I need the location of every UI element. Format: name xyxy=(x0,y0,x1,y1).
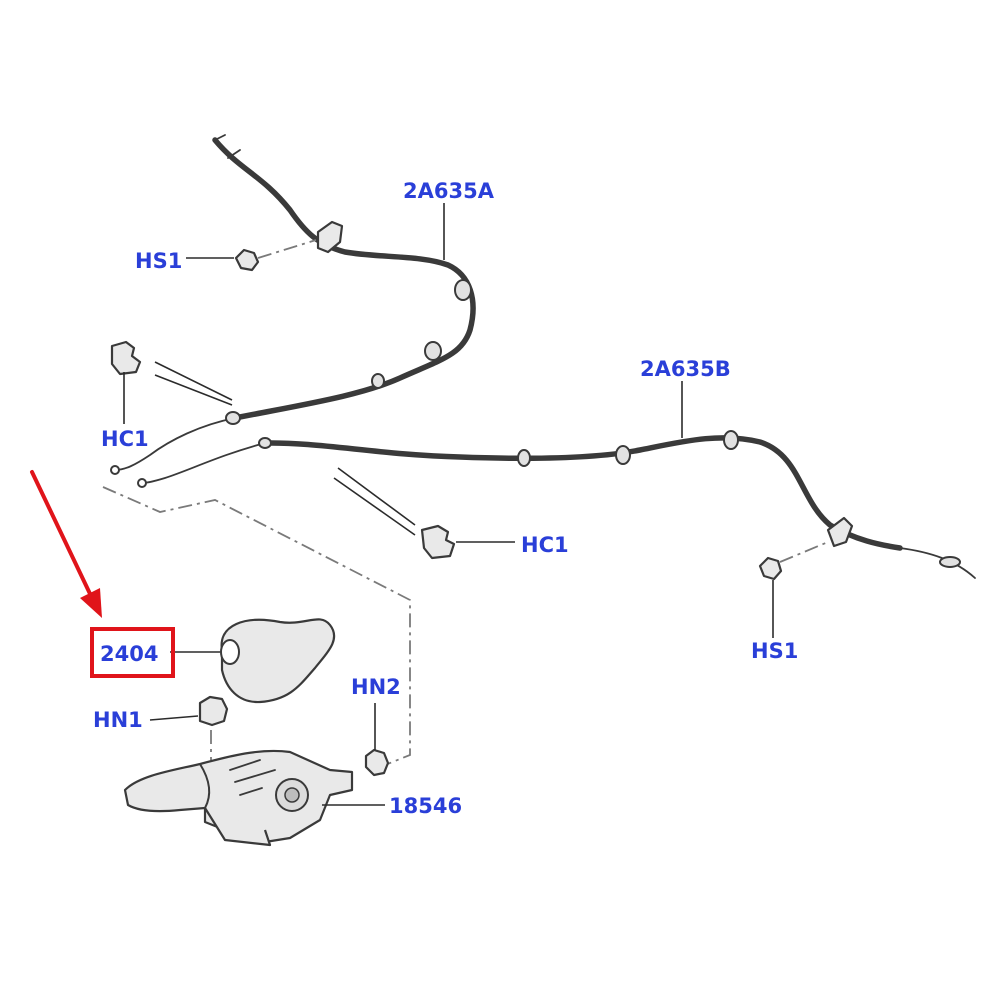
assembly-outline xyxy=(102,486,411,766)
callout-hn1: HN1 xyxy=(93,708,143,732)
callout-hc1-right: HC1 xyxy=(521,533,569,557)
callout-hn2: HN2 xyxy=(351,675,401,699)
cable-2a635a xyxy=(110,134,476,475)
callout-hs1-right: HS1 xyxy=(751,639,798,663)
highlight-box xyxy=(90,627,175,678)
cable-2a635b xyxy=(137,430,976,579)
clip-hc1-left-shape xyxy=(110,340,233,424)
callout-18546: 18546 xyxy=(389,794,462,818)
nut-hn1-shape xyxy=(149,695,229,760)
callout-2a635a: 2A635A xyxy=(403,179,495,203)
callout-hs1-left: HS1 xyxy=(135,249,182,273)
clip-hc1-right-shape xyxy=(333,467,515,560)
nut-hn2-shape xyxy=(364,703,390,777)
callout-2a635b: 2A635B xyxy=(640,357,731,381)
highlight-arrow-icon xyxy=(30,470,102,618)
clip-hs1-left-shape xyxy=(186,239,317,272)
callout-2404: 2404 xyxy=(100,642,158,666)
clip-hs1-right-shape xyxy=(758,541,829,638)
lever-shape xyxy=(123,749,385,847)
callout-hc1-left: HC1 xyxy=(101,427,149,451)
boot-shape xyxy=(170,618,336,704)
